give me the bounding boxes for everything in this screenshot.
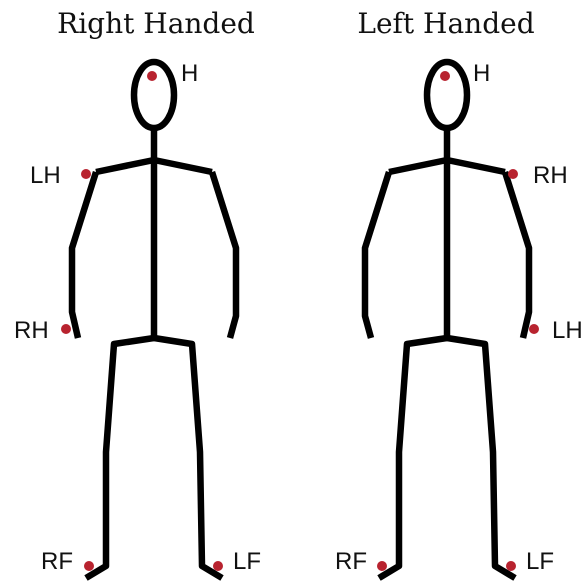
left-handed-rh-marker [508,169,518,179]
left-handed-lh-label: LH [552,317,583,344]
left-handed-rh-label: RH [533,162,568,189]
right-handed-rf-marker [84,561,94,571]
right-handed-right-shoulder-line [154,160,212,172]
right-handed-title: Right Handed [57,7,255,40]
left-handed-lf-marker [506,561,516,571]
right-handed-rh-marker [61,324,71,334]
right-handed-head-marker [147,71,157,81]
left-handed-right-shoulder-line [389,160,447,172]
left-handed-lh-marker [529,324,539,334]
right-handed-right-arm [212,172,236,338]
left-handed-left-shoulder-line [447,160,505,172]
right-handed-rf-label: RF [41,548,73,575]
right-handed-left-arm [72,172,96,338]
right-handed-lf-marker [213,561,223,571]
right-handed-lh-label: LH [30,162,61,189]
right-handed-stick-figure [72,62,236,578]
left-handed-rf-marker [377,561,387,571]
left-handed-rf-label: RF [335,548,367,575]
left-handed-head-marker [440,71,450,81]
right-handed-lf-label: LF [233,548,261,575]
left-handed-lf-label: LF [526,548,554,575]
left-handed-left-leg [447,338,515,578]
left-handed-h-label: H [473,60,490,87]
right-handed-right-leg [154,338,222,578]
right-handed-rh-label: RH [14,317,49,344]
left-handed-left-arm [505,172,529,338]
left-handed-right-leg [379,338,447,578]
left-handed-right-arm [365,172,389,338]
right-handed-left-shoulder-line [96,160,154,172]
right-handed-left-leg [86,338,154,578]
right-handed-lh-marker [81,169,91,179]
left-handed-stick-figure [365,62,529,578]
left-handed-title: Left Handed [357,7,534,40]
right-handed-h-label: H [181,60,198,87]
